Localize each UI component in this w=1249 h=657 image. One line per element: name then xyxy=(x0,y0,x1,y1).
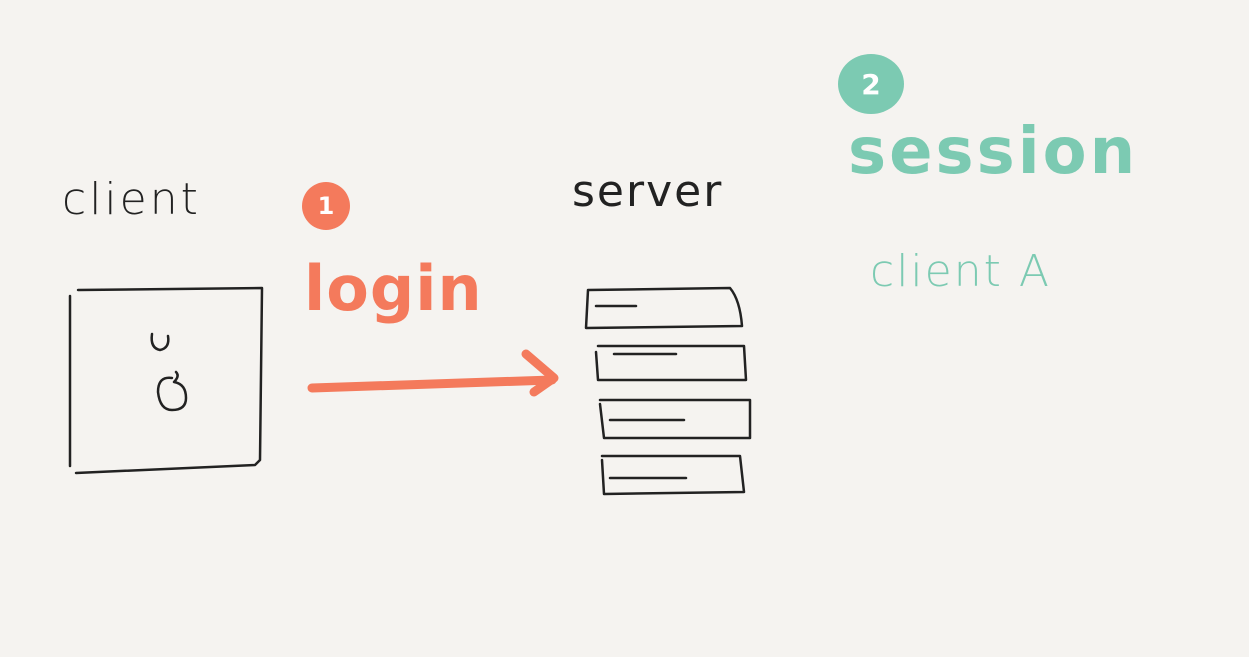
server-unit xyxy=(584,286,744,330)
step-1-badge: 1 xyxy=(302,182,350,230)
session-entry-client-a: client A xyxy=(870,246,1051,297)
server-rack xyxy=(584,286,752,496)
client-label: client xyxy=(62,174,201,225)
client-box-outline xyxy=(68,286,264,475)
client-mark-small xyxy=(150,332,170,352)
login-arrow xyxy=(307,349,559,397)
server-unit xyxy=(600,454,746,496)
client-device xyxy=(68,286,264,475)
step-2-badge: 2 xyxy=(838,54,904,114)
session-label: session xyxy=(848,115,1139,189)
server-unit xyxy=(598,398,752,440)
login-label: login xyxy=(304,252,483,325)
server-unit xyxy=(594,344,748,382)
client-mark-large xyxy=(156,370,188,412)
server-label: server xyxy=(572,166,724,217)
